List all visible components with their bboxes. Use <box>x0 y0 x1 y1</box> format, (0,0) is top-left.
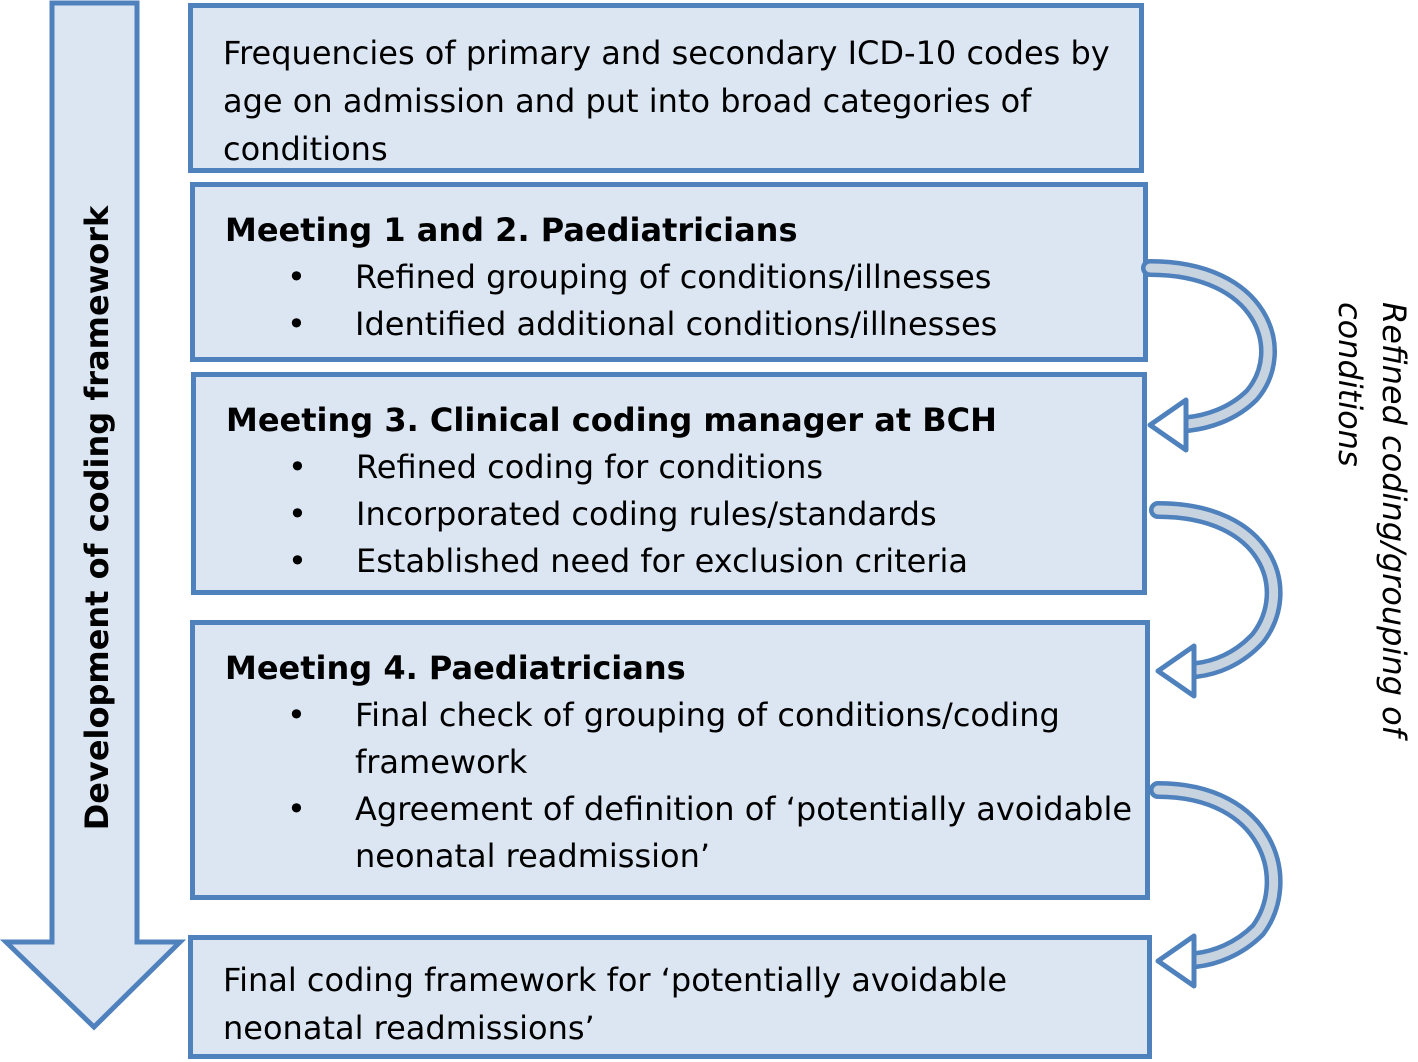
bullet-icon: • <box>288 542 307 580</box>
step-box-meeting-4: Meeting 4. Paediatricians •Final check o… <box>190 620 1150 900</box>
list-item: •Agreement of definition of ‘potentially… <box>225 786 1155 880</box>
step-item-list: •Final check of grouping of conditions/c… <box>225 692 1133 880</box>
list-item: •Identified additional conditions/illnes… <box>225 301 1131 348</box>
step-item-list: •Refined coding for conditions •Incorpor… <box>226 444 1130 585</box>
curved-arrow-1-to-3 <box>1141 259 1277 453</box>
list-item: •Refined grouping of conditions/illnesse… <box>225 254 1131 301</box>
refinement-loop-label: Refined coding/grouping of conditions <box>1331 302 1413 737</box>
step-box-frequencies: Frequencies of primary and secondary ICD… <box>188 3 1144 173</box>
list-item: •Final check of grouping of conditions/c… <box>225 692 1115 786</box>
bullet-icon: • <box>287 305 306 343</box>
bullet-icon: • <box>288 448 307 486</box>
step-text: Frequencies of primary and secondary ICD… <box>223 34 1110 168</box>
step-title: Meeting 4. Paediatricians <box>225 649 686 687</box>
bullet-icon: • <box>287 258 306 296</box>
list-item: •Established need for exclusion criteria <box>226 538 1130 585</box>
curved-arrow-3-to-4 <box>1149 501 1283 699</box>
step-box-final-framework: Final coding framework for ‘potentially … <box>188 935 1152 1059</box>
bullet-icon: • <box>288 495 307 533</box>
bullet-icon: • <box>287 790 306 828</box>
step-box-meeting-1-2: Meeting 1 and 2. Paediatricians •Refined… <box>190 182 1148 362</box>
bullet-icon: • <box>287 696 306 734</box>
step-item-list: •Refined grouping of conditions/illnesse… <box>225 254 1131 348</box>
step-text: Final coding framework for ‘potentially … <box>223 961 1008 1047</box>
step-title: Meeting 3. Clinical coding manager at BC… <box>226 401 997 439</box>
curved-arrow-4-to-5 <box>1149 781 1283 989</box>
step-title: Meeting 1 and 2. Paediatricians <box>225 211 798 249</box>
list-item: •Incorporated coding rules/standards <box>226 491 1130 538</box>
list-item: •Refined coding for conditions <box>226 444 1130 491</box>
step-box-meeting-3: Meeting 3. Clinical coding manager at BC… <box>191 372 1147 595</box>
